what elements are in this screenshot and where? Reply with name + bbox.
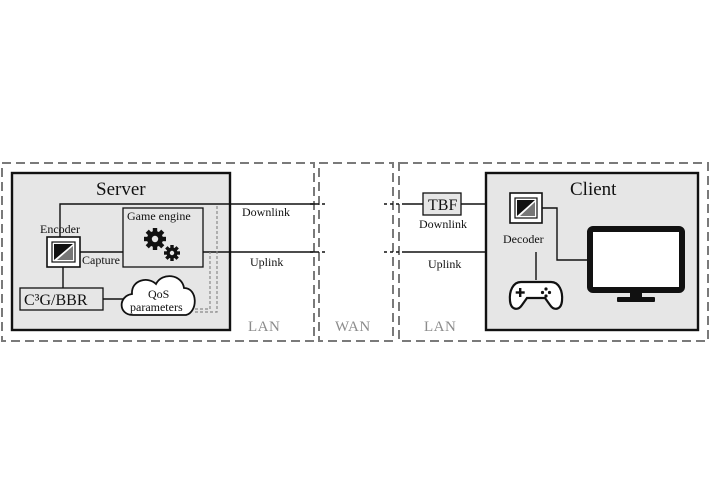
gears-icon bbox=[144, 228, 180, 261]
downlink-label-client: Downlink bbox=[419, 217, 467, 231]
lan-label-client: LAN bbox=[424, 319, 456, 335]
wan-label: WAN bbox=[335, 319, 371, 335]
downlink-wire-server bbox=[59, 203, 316, 237]
qos-feedback-downlink bbox=[195, 204, 218, 313]
c3g-bbr-label: C³G/BBR bbox=[24, 292, 88, 309]
uplink-label-server: Uplink bbox=[250, 255, 283, 269]
capture-label: Capture bbox=[82, 253, 120, 267]
qos-feedback-uplink bbox=[195, 252, 211, 310]
uplink-label-client: Uplink bbox=[428, 257, 461, 271]
game-engine-label: Game engine bbox=[127, 209, 191, 223]
wan-zone bbox=[318, 162, 394, 342]
qos-label-line1: QoS bbox=[148, 287, 169, 301]
client-title: Client bbox=[570, 179, 617, 200]
decoder-monitor-wire bbox=[542, 207, 590, 261]
tbf-label: TBF bbox=[428, 197, 457, 214]
monitor-icon bbox=[587, 226, 685, 302]
downlink-label-server: Downlink bbox=[242, 205, 290, 219]
gamepad-icon bbox=[508, 280, 564, 310]
qos-label-line2: parameters bbox=[130, 300, 183, 314]
decoder-icon bbox=[509, 192, 543, 224]
server-title: Server bbox=[96, 179, 146, 200]
decoder-label: Decoder bbox=[503, 232, 544, 246]
encoder-icon bbox=[46, 236, 81, 268]
lan-label-server: LAN bbox=[248, 319, 280, 335]
